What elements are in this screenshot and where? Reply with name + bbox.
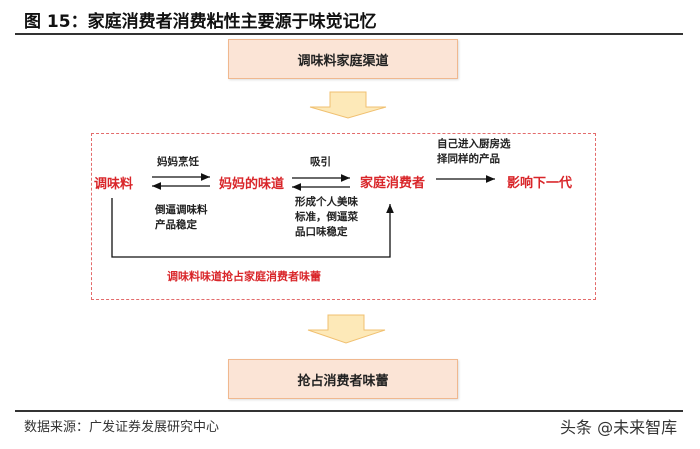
label-force: 倒逼调味料产品稳定	[155, 203, 208, 233]
node-mom-taste: 妈妈的味道	[219, 177, 285, 192]
label-loop: 调味料味道抢占家庭消费者味蕾	[167, 270, 321, 283]
title-divider	[15, 33, 683, 35]
label-mom-cooking: 妈妈烹饪	[157, 156, 199, 168]
flow-container	[91, 133, 596, 300]
label-standard: 形成个人美味标准，倒逼菜品口味稳定	[295, 195, 358, 240]
node-seasoning: 调味料	[94, 177, 134, 192]
watermark: 头条 @未来智库	[560, 418, 678, 437]
down-arrow-top	[309, 91, 387, 119]
label-standard-line3: 品口味稳定	[295, 226, 348, 238]
node-family-consumer: 家庭消费者	[360, 176, 426, 191]
label-kitchen-line1: 自己进入厨房选	[437, 138, 511, 150]
label-force-line1: 倒逼调味料	[155, 204, 208, 216]
label-force-line2: 产品稳定	[155, 219, 197, 231]
loop-arrow	[111, 198, 394, 258]
label-standard-line1: 形成个人美味	[295, 196, 358, 208]
label-kitchen-line2: 择同样的产品	[437, 153, 500, 165]
label-attract: 吸引	[310, 156, 331, 168]
source-note: 数据来源：广发证券发展研究中心	[24, 420, 220, 435]
source-divider	[15, 410, 683, 412]
node-next-generation: 影响下一代	[507, 176, 573, 191]
figure-title: 图 15：家庭消费者消费粘性主要源于味觉记忆	[24, 12, 377, 32]
label-standard-line2: 标准，倒逼菜	[295, 211, 358, 223]
top-box: 调味料家庭渠道	[228, 39, 458, 79]
label-kitchen: 自己进入厨房选择同样的产品	[437, 137, 511, 167]
bottom-box: 抢占消费者味蕾	[228, 359, 458, 399]
down-arrow-bottom	[307, 314, 386, 344]
